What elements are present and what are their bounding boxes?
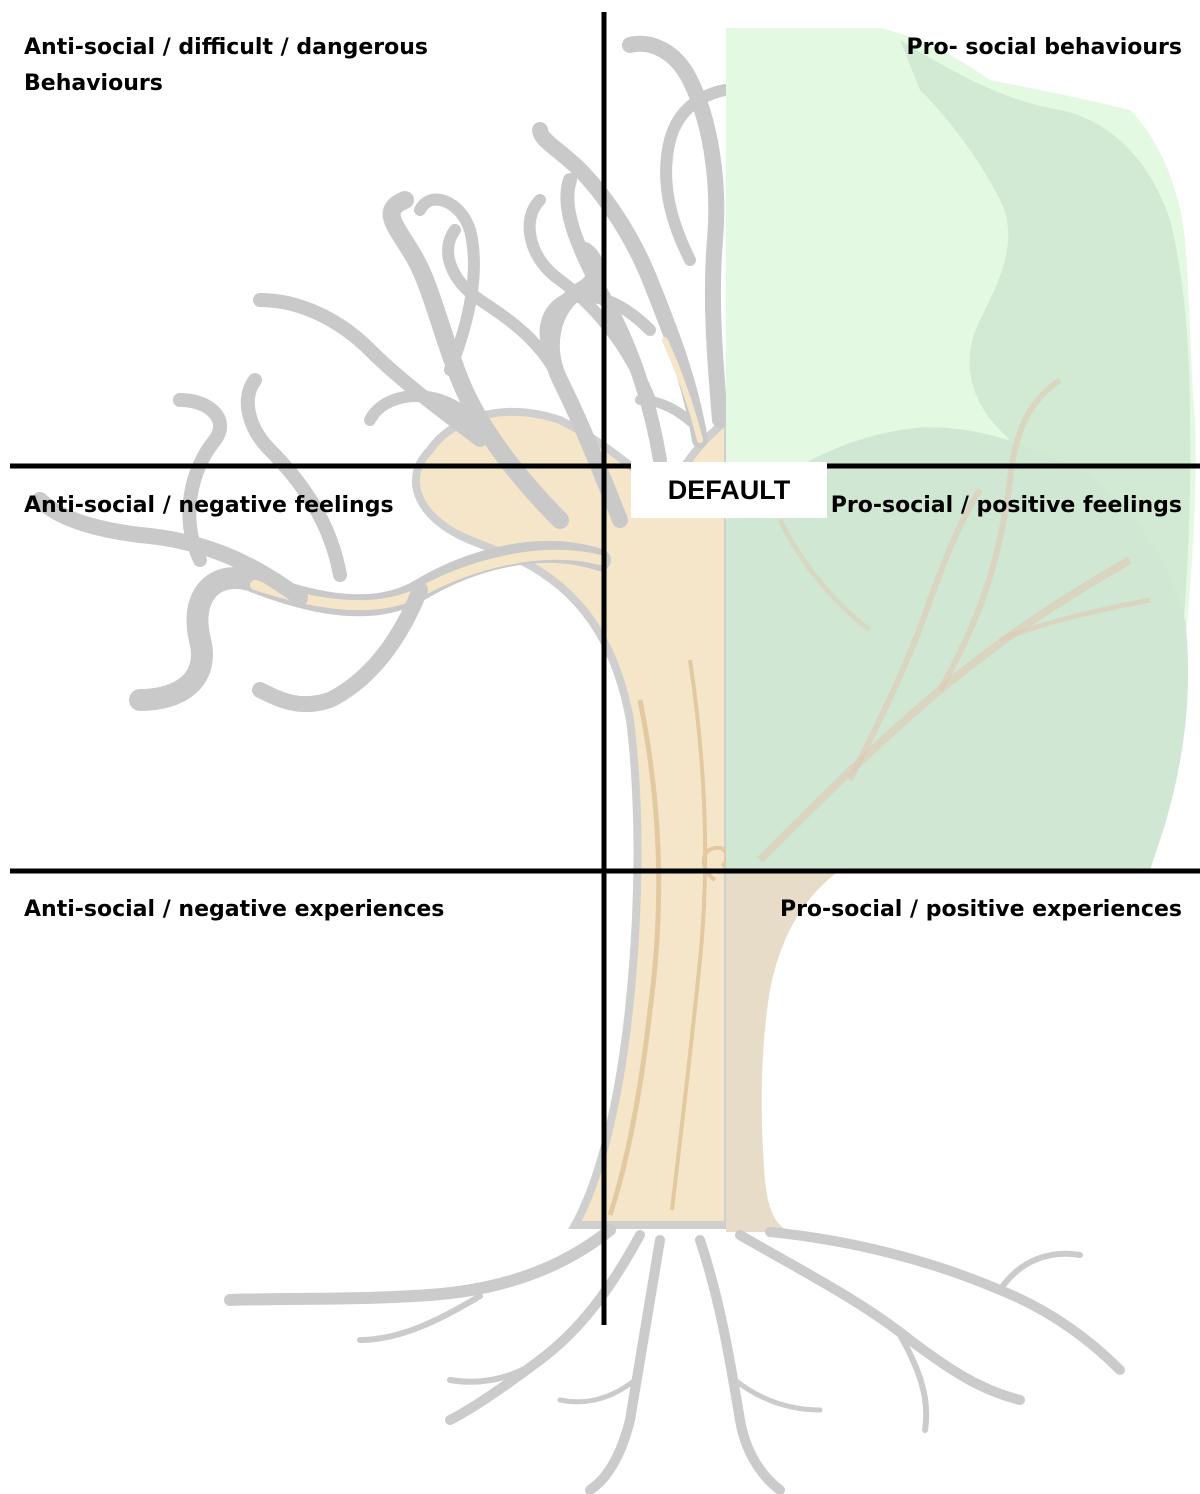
default-label-box [631,462,827,518]
canopy-dark [726,427,1189,870]
branch [414,193,480,376]
branch-tint [999,597,1151,643]
branch-tint [777,518,872,632]
label-prosocial-behaviours: Pro- social behaviours [906,35,1183,60]
root [732,1377,823,1413]
label-antisocial-behaviours-line2: Behaviours [24,71,163,96]
roots-icon [224,1224,1125,1494]
root [695,1235,785,1494]
branch [32,492,308,606]
root [765,1227,1125,1375]
branch [364,390,526,486]
root [224,1224,616,1306]
branch [173,393,227,567]
label-prosocial-feelings: Pro-social / positive feelings [830,493,1182,518]
root [557,1377,638,1405]
branch [253,293,487,447]
branch [660,84,731,266]
label-antisocial-experiences: Anti-social / negative experiences [24,897,445,922]
branch [539,290,656,356]
root [997,1250,1083,1293]
grid-lines [10,12,1200,1325]
label-antisocial-behaviours: Anti-social / difficult / dangerous [24,35,428,60]
root [897,1332,930,1433]
branch [442,224,566,386]
trunk-right [726,870,840,1232]
leafy-tree-icon [726,28,1196,1232]
branch [523,194,656,406]
trunk-line [607,699,662,1216]
root [447,1357,543,1385]
branch-tint [847,488,983,782]
root [357,1293,483,1343]
default-label: DEFAULT [667,475,791,505]
label-prosocial-experiences: Pro-social / positive experiences [779,897,1182,922]
label-antisocial-feelings: Anti-social / negative feelings [24,493,394,518]
bare-tree-icon [32,35,732,1229]
branch [560,173,667,467]
trunk-shape [411,408,732,1229]
branch [622,35,728,428]
root [585,1235,665,1494]
trunk-line [670,659,708,1211]
branch-core [662,337,703,443]
branch [532,122,708,448]
root [735,1230,1025,1405]
branch [240,373,347,582]
branch [252,582,428,713]
branch-tint [937,377,1062,692]
